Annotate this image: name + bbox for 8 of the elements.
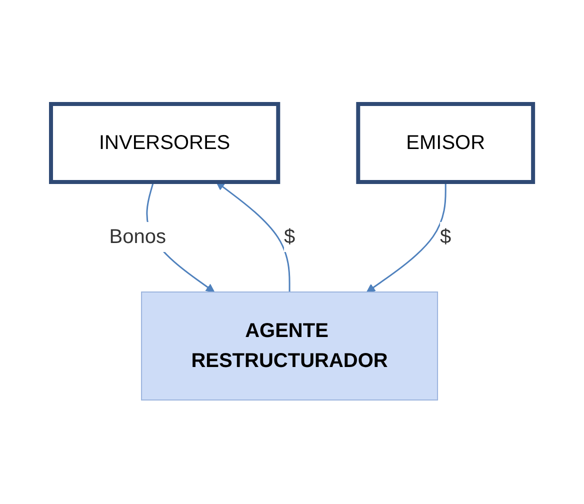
node-box: AGENTE RESTRUCTURADOR xyxy=(141,292,438,400)
arrow xyxy=(366,182,446,292)
edge-label: $ xyxy=(440,226,452,248)
edge-label: Bonos xyxy=(109,226,166,248)
arrow xyxy=(216,182,290,292)
node-box: EMISOR xyxy=(356,102,536,184)
edge-label: $ xyxy=(284,226,296,248)
node-box: INVERSORES xyxy=(48,102,280,184)
